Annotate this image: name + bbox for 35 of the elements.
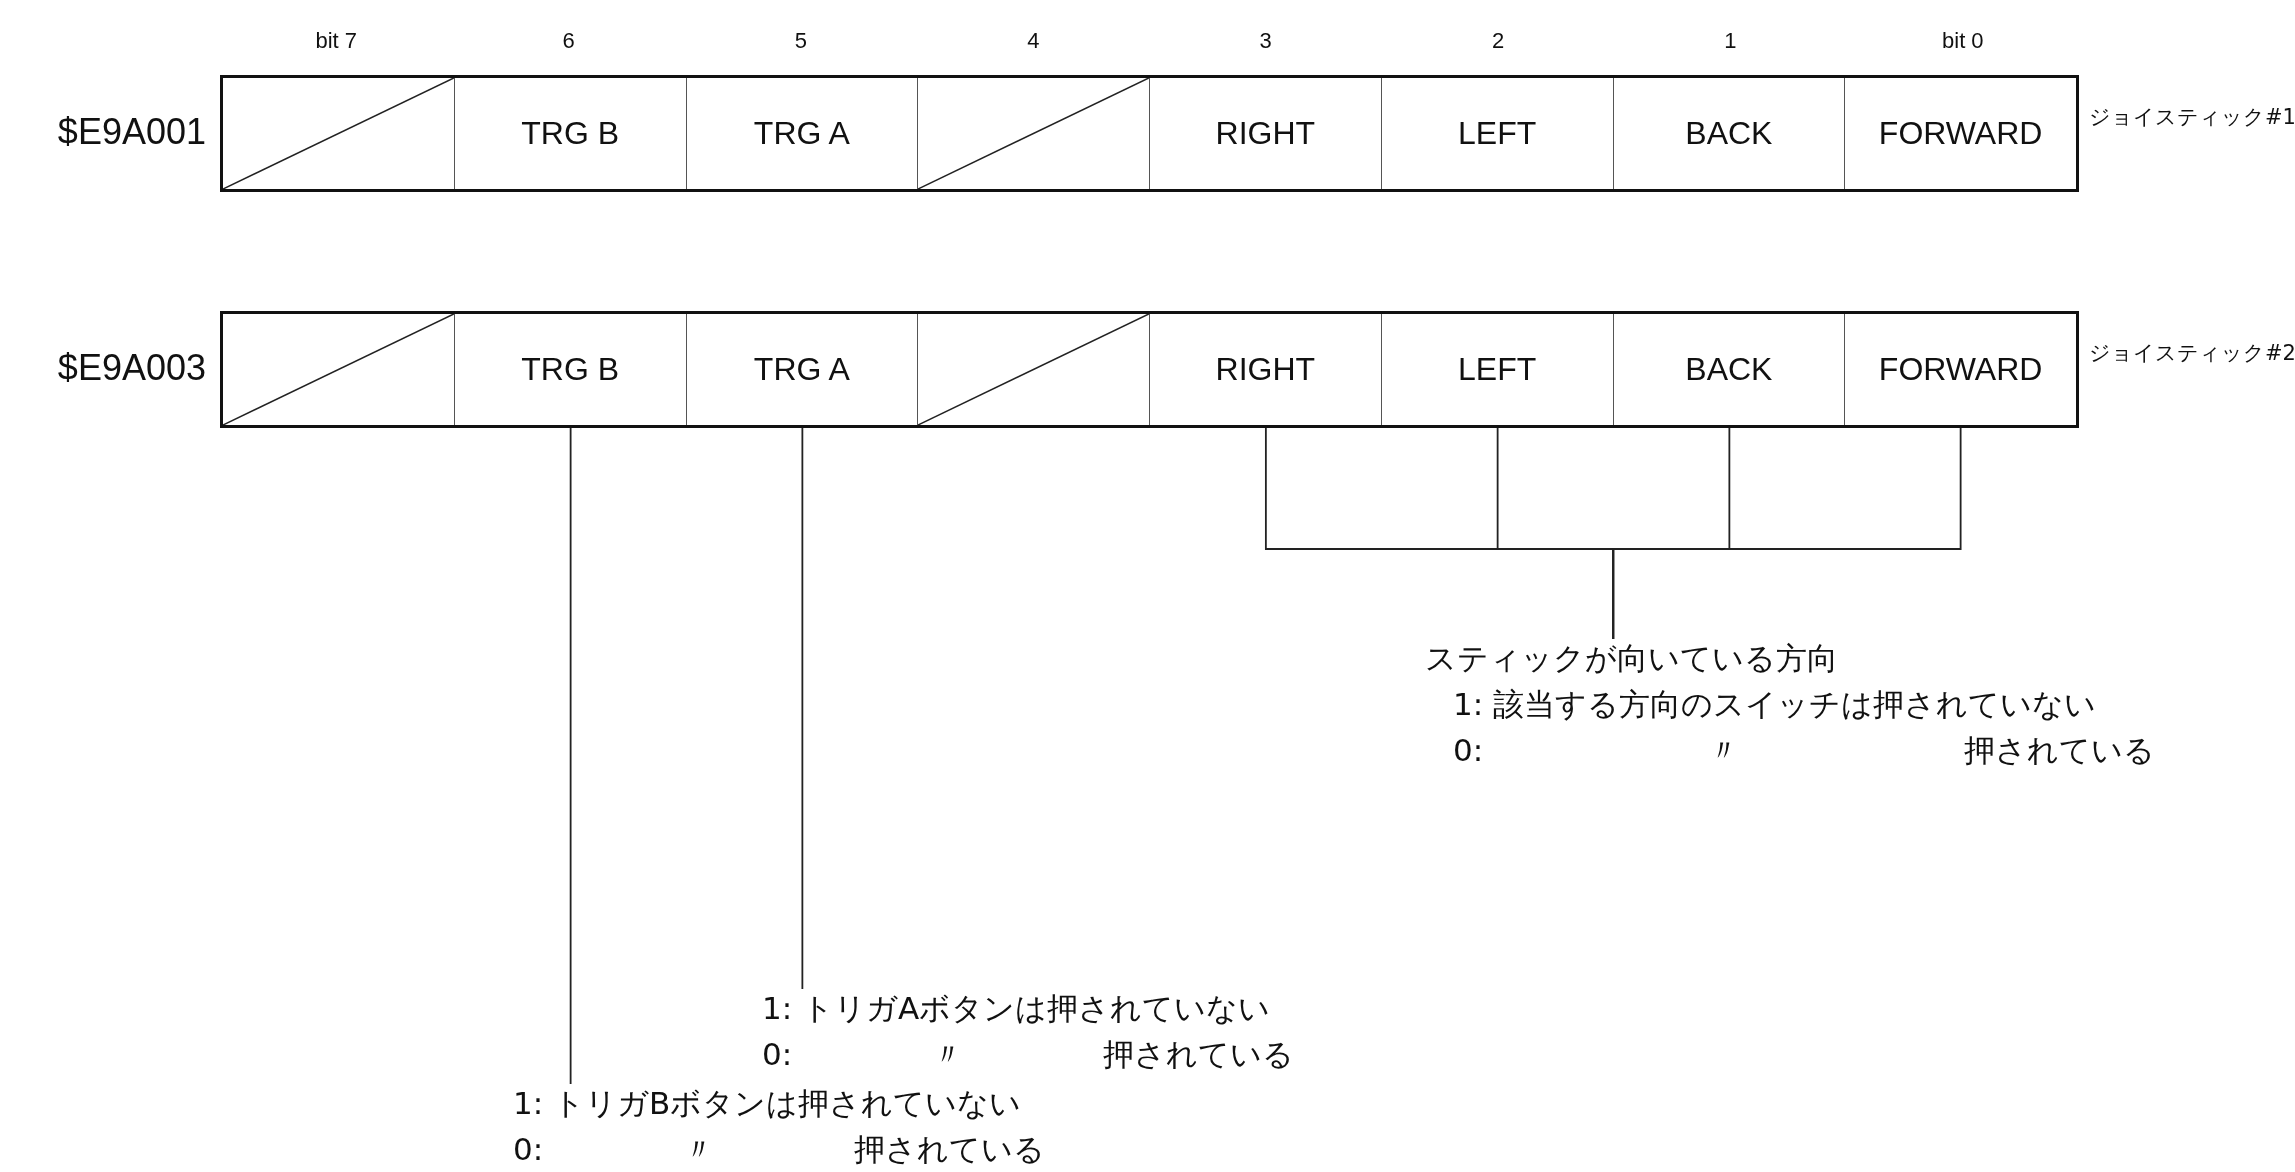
bit-number: 1 [1724, 28, 1737, 54]
bit-cell: LEFT [1381, 314, 1614, 425]
note-heading: スティックが向いている方向 [1425, 639, 1838, 678]
unused-bit-cell [918, 314, 1150, 425]
bit-number: 3 [1259, 28, 1272, 54]
bit-cell: TRG B [454, 78, 687, 189]
bit-cell: BACK [1613, 314, 1846, 425]
unused-bit-cell [918, 78, 1150, 189]
bit-number: 5 [794, 28, 808, 54]
bit-cell: TRG B [454, 314, 687, 425]
register-address: $E9A003 [57, 347, 206, 389]
register-caption: ジョイスティック#1 [2089, 104, 2295, 131]
bit-cell: LEFT [1381, 78, 1614, 189]
bit-number: bit 0 [1942, 28, 1984, 54]
bit-number: bit 7 [315, 28, 357, 54]
note-line: 0: 〃 押されている [1453, 731, 2155, 770]
unused-bit-cell [223, 78, 455, 189]
bit-cell: TRG A [686, 314, 919, 425]
note-line: 1: 該当する方向のスイッチは押されていない [1453, 685, 2097, 724]
register-caption: ジョイスティック#2 [2089, 340, 2295, 367]
bit-cell: TRG A [686, 78, 919, 189]
note-line: 0: 〃 押されている [513, 1130, 1045, 1169]
bit-cell: FORWARD [1845, 78, 2076, 189]
bit-cell: RIGHT [1150, 314, 1382, 425]
note-line: 0: 〃 押されている [762, 1035, 1294, 1074]
note-line: 1: トリガBボタンは押されていない [513, 1084, 1022, 1123]
register-address: $E9A001 [57, 111, 206, 153]
bit-number: 4 [1027, 28, 1040, 54]
bit-cell: FORWARD [1845, 314, 2076, 425]
bit-number: 6 [562, 28, 575, 54]
unused-bit-cell [223, 314, 455, 425]
note-line: 1: トリガAボタンは押されていない [762, 989, 1271, 1028]
bit-cell: BACK [1613, 78, 1846, 189]
bit-number: 2 [1491, 28, 1505, 54]
bit-cell: RIGHT [1150, 78, 1382, 189]
